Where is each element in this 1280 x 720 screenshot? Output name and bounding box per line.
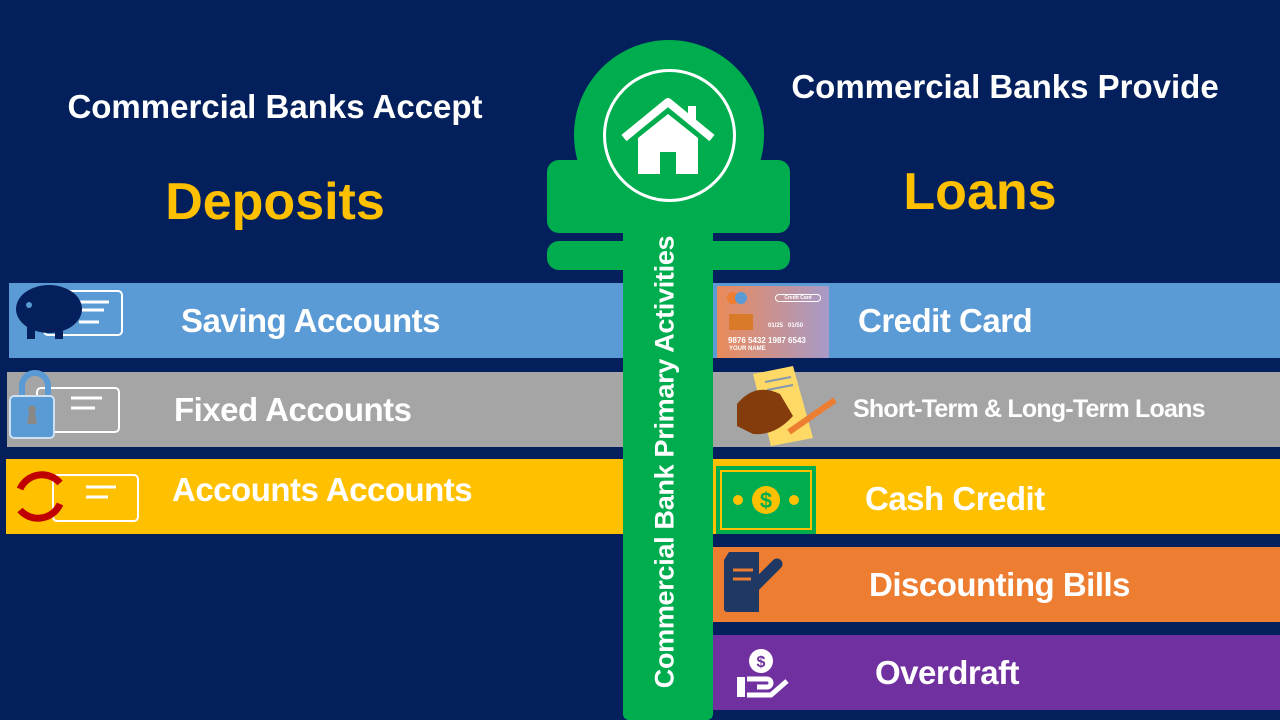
loans-title: Loans — [903, 163, 1057, 221]
loan-item-cash-credit: $ Cash Credit — [713, 459, 1280, 534]
deposits-title: Deposits — [165, 173, 385, 231]
card-dates: 01/25 01/50 — [768, 323, 804, 329]
loan-item-label: Discounting Bills — [869, 565, 1131, 603]
deposit-item-saving: Saving Accounts — [9, 283, 629, 358]
house-icon-ring — [603, 69, 736, 202]
deposit-item-label: Accounts Accounts — [172, 471, 473, 508]
svg-text:$: $ — [760, 488, 772, 513]
loan-item-label: Credit Card — [858, 301, 1033, 339]
loan-item-label: Cash Credit — [865, 480, 1045, 517]
deposit-item-accounts: Accounts Accounts — [6, 459, 629, 534]
banknote-icon: $ — [716, 466, 816, 534]
loans-heading: Commercial Banks Provide — [791, 68, 1219, 105]
loan-item-discounting: Discounting Bills — [713, 547, 1280, 622]
refresh-icon — [16, 471, 139, 522]
deposit-item-fixed: Fixed Accounts — [7, 370, 629, 447]
card-number: 9876 5432 1987 6543 — [728, 336, 806, 345]
loan-item-label: Short-Term & Long-Term Loans — [853, 395, 1205, 423]
card-badge: Credit Card — [775, 294, 821, 302]
deposit-item-label: Saving Accounts — [181, 301, 441, 339]
loan-item-label: Overdraft — [875, 653, 1020, 691]
document-pen-icon — [724, 552, 783, 612]
house-icon — [621, 98, 715, 174]
deposits-heading: Commercial Banks Accept — [67, 88, 483, 125]
credit-card-icon: Credit Card 01/25 01/50 9876 5432 1987 6… — [717, 286, 829, 358]
handshake-contract-icon — [737, 366, 837, 446]
svg-text:$: $ — [757, 654, 766, 671]
padlock-icon — [9, 370, 120, 439]
piggy-bank-icon — [16, 285, 123, 339]
card-name: YOUR NAME — [729, 346, 766, 352]
deposit-item-label: Fixed Accounts — [174, 390, 412, 428]
loan-item-overdraft: $ Overdraft — [713, 635, 1280, 710]
hand-coin-icon: $ — [737, 649, 789, 698]
loan-item-loans: Short-Term & Long-Term Loans — [713, 366, 1280, 447]
loan-item-credit-card: Credit Card 01/25 01/50 9876 5432 1987 6… — [713, 283, 1280, 358]
center-label: Commercial Bank Primary Activities — [649, 235, 680, 689]
